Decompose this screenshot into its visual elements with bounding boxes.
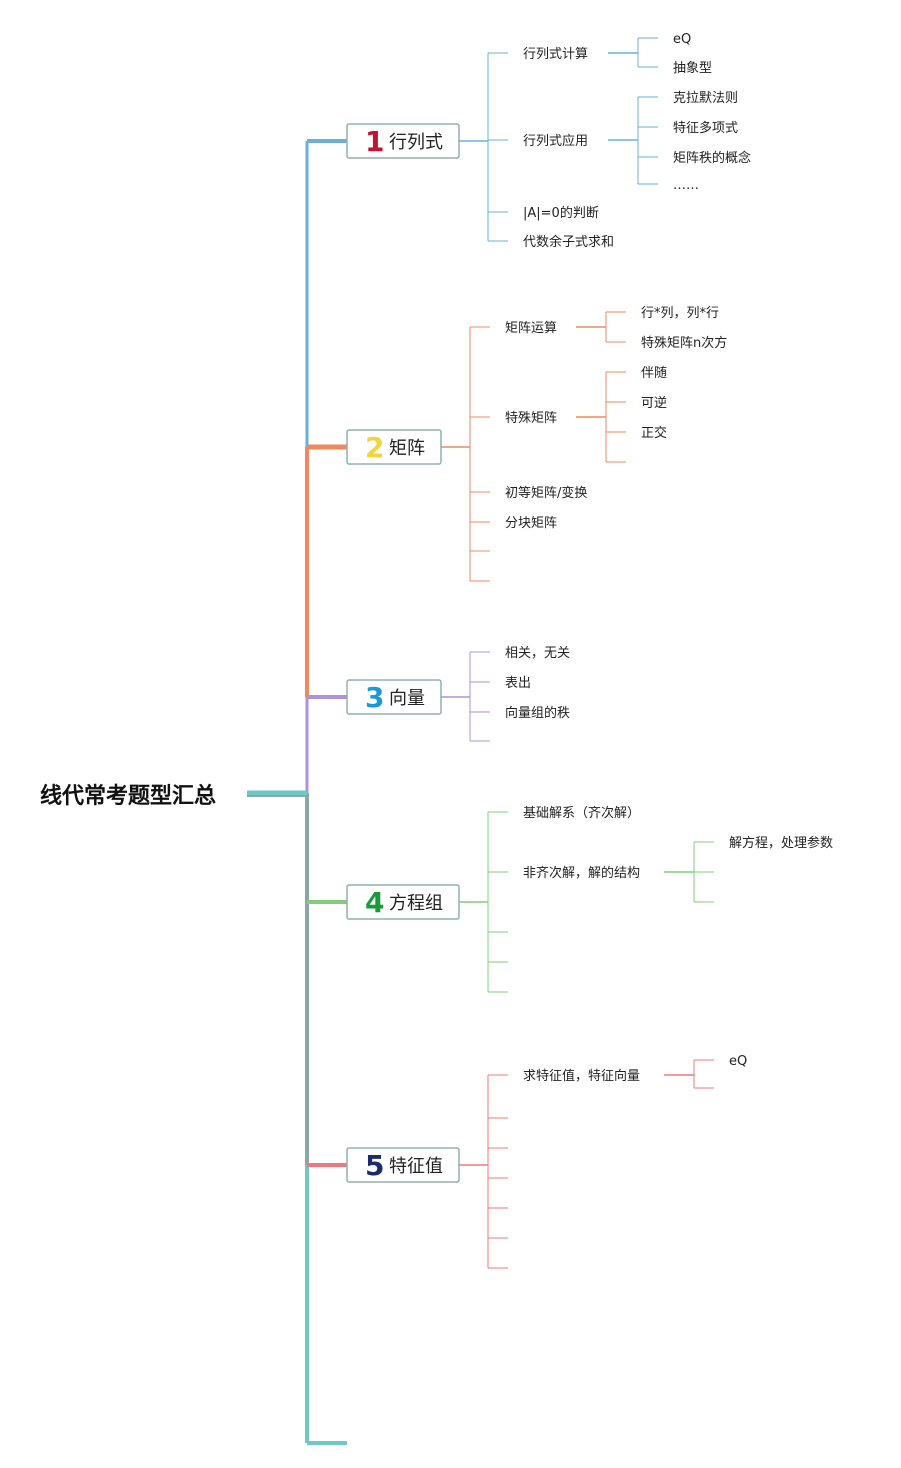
topic-matrix-0: 矩阵运算 xyxy=(505,321,557,336)
root-label: 线代常考题型汇总 xyxy=(40,783,216,809)
subtopic-determinant-1-2: 矩阵秩的概念 xyxy=(673,150,751,166)
subtopic-determinant-1-1: 特征多项式 xyxy=(673,120,738,136)
topic-eigen-0: 求特征值，特征向量 xyxy=(523,1068,640,1084)
branch-box-matrix xyxy=(346,429,442,465)
subtopic-eigen-0-0: eQ xyxy=(729,1054,747,1069)
root-node[interactable]: 线代常考题型汇总 xyxy=(40,783,216,809)
branch-box-vector xyxy=(346,679,442,715)
subtopic-matrix-0-0: 行*列，列*行 xyxy=(641,306,719,321)
subtopic-matrix-1-2: 正交 xyxy=(641,425,667,441)
topic-determinant-3: 代数余子式求和 xyxy=(523,234,614,250)
topic-vector-1: 表出 xyxy=(505,676,531,691)
branch-label-vector: 向量 xyxy=(389,688,425,709)
topic-matrix-1: 特殊矩阵 xyxy=(505,411,557,426)
subtopic-matrix-1-1: 可逆 xyxy=(641,395,667,411)
topic-matrix-2: 初等矩阵/变换 xyxy=(505,485,587,501)
branch-label-equations: 方程组 xyxy=(389,893,443,914)
subtopic-determinant-1-0: 克拉默法则 xyxy=(673,90,738,106)
subtopic-matrix-1-0: 伴随 xyxy=(641,366,667,381)
topic-vector-2: 向量组的秩 xyxy=(505,705,570,721)
subtopic-equations-1-0: 解方程，处理参数 xyxy=(729,835,833,851)
topic-determinant-0: 行列式计算 xyxy=(523,47,588,62)
subtopic-matrix-0-1: 特殊矩阵n次方 xyxy=(641,335,727,351)
subtopic-determinant-1-3: …… xyxy=(673,178,699,193)
branch-number-determinant: 1 xyxy=(365,125,384,158)
branch-label-eigen: 特征值 xyxy=(389,1156,443,1177)
subtopic-determinant-0-0: eQ xyxy=(673,32,691,47)
subtopic-determinant-0-1: 抽象型 xyxy=(673,61,712,76)
topic-matrix-3: 分块矩阵 xyxy=(505,516,557,531)
branch-label-matrix: 矩阵 xyxy=(389,438,425,459)
branch-number-eigen: 5 xyxy=(365,1149,384,1182)
branch-number-equations: 4 xyxy=(365,886,384,919)
branch-box-eigen xyxy=(346,1147,460,1183)
topic-equations-0: 基础解系（齐次解） xyxy=(523,805,640,821)
topic-equations-1: 非齐次解，解的结构 xyxy=(523,865,640,881)
branch-box-equations xyxy=(346,884,460,920)
branch-number-matrix: 2 xyxy=(365,431,384,464)
branch-number-vector: 3 xyxy=(365,681,384,714)
topic-determinant-1: 行列式应用 xyxy=(523,133,588,149)
edges-layer xyxy=(247,37,714,1445)
topic-vector-0: 相关，无关 xyxy=(505,646,570,661)
branch-label-determinant: 行列式 xyxy=(389,132,443,153)
topic-determinant-2: |A|=0的判断 xyxy=(523,205,599,221)
branch-box-determinant xyxy=(346,123,460,159)
